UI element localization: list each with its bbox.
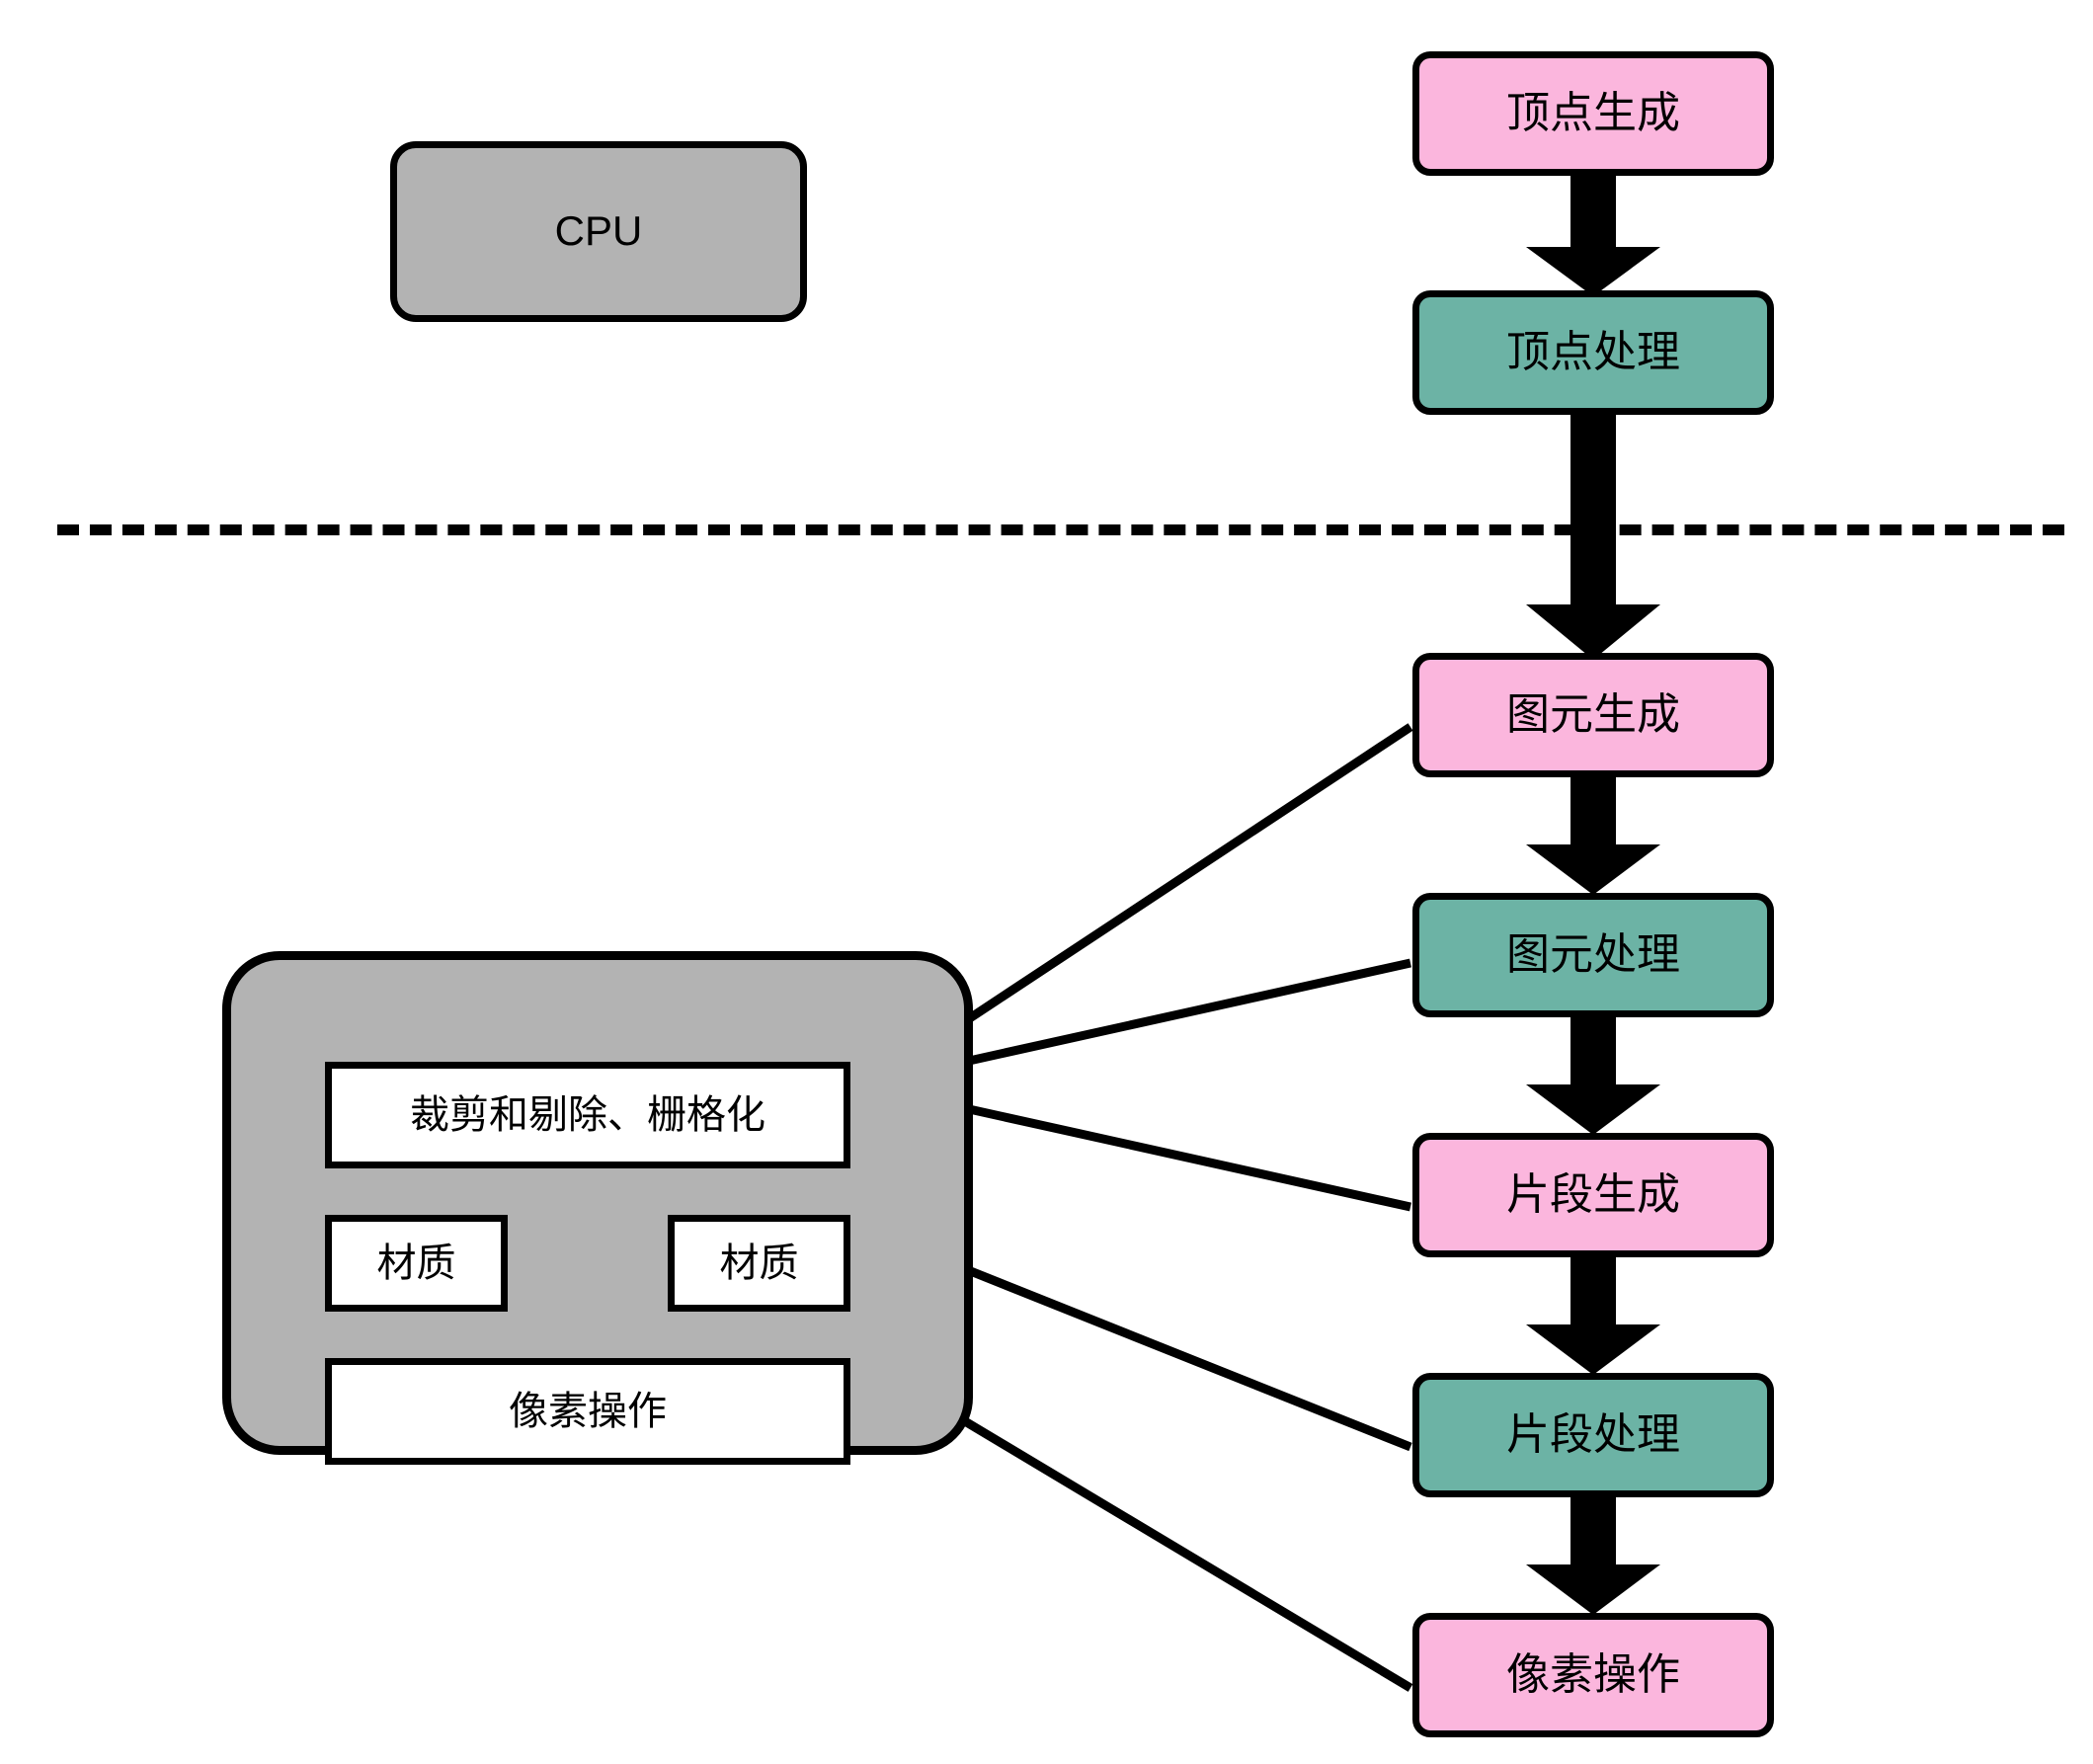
pipeline-node-primitive-processing-label: 图元处理 [1506,929,1680,979]
pipeline-node-vertex-generation[interactable]: 顶点生成 [1412,51,1774,176]
gpu-unit-pixel-operations-label: 像素操作 [509,1390,667,1433]
pipeline-node-primitive-processing[interactable]: 图元处理 [1412,893,1774,1017]
cpu-label: CPU [554,207,643,255]
flow-arrow-fragment-processing-to-pixel-operations [1526,1496,1660,1615]
cpu-box[interactable]: CPU [390,141,807,322]
pipeline-node-fragment-processing-label: 片段处理 [1506,1409,1680,1459]
flow-arrow-vertex-processing-to-primitive-generation [1526,415,1660,660]
pipeline-node-fragment-generation-label: 片段生成 [1506,1169,1680,1219]
cpu-gpu-divider [57,524,2064,535]
pipeline-node-primitive-generation[interactable]: 图元生成 [1412,653,1774,777]
gpu-unit-pixel-operations[interactable]: 像素操作 [325,1358,850,1465]
pipeline-node-vertex-processing-label: 顶点处理 [1506,327,1680,376]
pipeline-node-primitive-generation-label: 图元生成 [1506,689,1680,739]
pipeline-node-pixel-operations-label: 像素操作 [1506,1649,1680,1699]
gpu-group-box[interactable]: 裁剪和剔除、栅格化 材质 材质 像素操作 [222,951,973,1465]
flow-arrow-primitive-generation-to-primitive-processing [1526,776,1660,895]
flow-arrow-vertex-generation-to-vertex-processing [1526,176,1660,296]
gpu-unit-texture-right-label: 材质 [719,1242,799,1285]
gpu-unit-texture-left-label: 材质 [376,1242,456,1285]
pipeline-node-vertex-processing[interactable]: 顶点处理 [1412,290,1774,415]
pipeline-node-fragment-processing[interactable]: 片段处理 [1412,1373,1774,1497]
flow-arrow-fragment-generation-to-fragment-processing [1526,1256,1660,1375]
pipeline-node-pixel-operations[interactable]: 像素操作 [1412,1613,1774,1737]
gpu-unit-texture-right[interactable]: 材质 [668,1215,850,1312]
pipeline-node-fragment-generation[interactable]: 片段生成 [1412,1133,1774,1257]
gpu-unit-texture-left[interactable]: 材质 [325,1215,508,1312]
gpu-unit-raster-label: 裁剪和剔除、栅格化 [410,1093,765,1137]
gpu-unit-raster[interactable]: 裁剪和剔除、栅格化 [325,1062,850,1168]
flow-arrow-primitive-processing-to-fragment-generation [1526,1016,1660,1135]
pipeline-node-vertex-generation-label: 顶点生成 [1506,88,1680,137]
